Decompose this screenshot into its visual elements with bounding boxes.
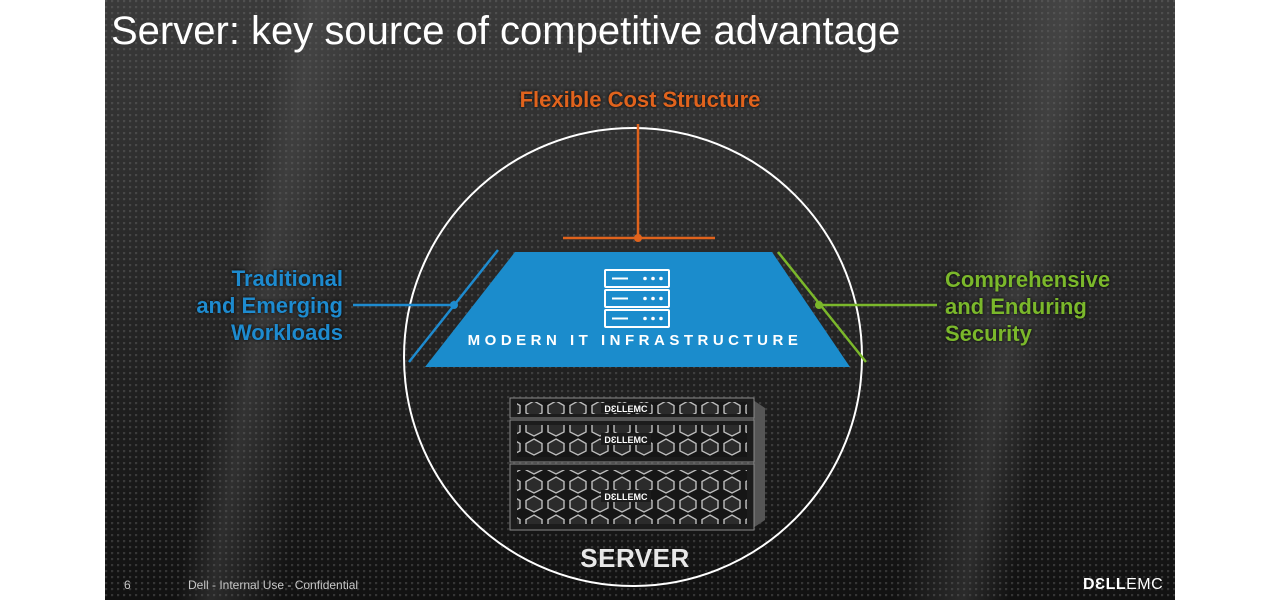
logo-emc: EMC: [1126, 576, 1164, 593]
server-badge-middle: DƐLLEMC: [604, 435, 648, 445]
slide-title: Server: key source of competitive advant…: [111, 9, 901, 53]
workloads-label-line-1: Traditional: [231, 266, 343, 291]
security-label-line-3: Security: [945, 321, 1032, 346]
dell-emc-logo: DƐLLEMC: [1083, 576, 1163, 594]
security-label-line-1: Comprehensive: [945, 267, 1111, 292]
workloads-label: Traditional and Emerging Workloads: [155, 265, 343, 346]
flexible-cost-label: Flexible Cost Structure: [519, 87, 761, 112]
security-label-line-2: and Enduring: [945, 294, 1087, 319]
workloads-label-line-2: and Emerging: [196, 293, 343, 318]
security-label: Comprehensive and Enduring Security: [945, 266, 1165, 347]
slide: Server: key source of competitive advant…: [105, 0, 1175, 600]
cost-connector: [563, 124, 715, 242]
workloads-label-line-3: Workloads: [230, 320, 343, 345]
security-connector: [777, 251, 937, 363]
modern-it-infrastructure-label: MODERN IT INFRASTRUCTURE: [467, 332, 803, 349]
workloads-connector: [353, 249, 499, 363]
server-stack-image: DƐLLEMC DƐLLEMC DƐLLEMC: [509, 397, 765, 531]
server-rack-icon: [604, 269, 670, 328]
logo-dell: DƐLL: [1083, 576, 1127, 593]
server-badge-top: DƐLLEMC: [604, 404, 648, 414]
server-label: SERVER: [580, 543, 690, 573]
page-number: 6: [124, 578, 131, 592]
diagram: DƐLLEMC DƐLLEMC DƐLLEMC: [353, 124, 937, 587]
server-badge-bottom: DƐLLEMC: [604, 492, 648, 502]
confidentiality-footer: Dell - Internal Use - Confidential: [188, 578, 359, 592]
